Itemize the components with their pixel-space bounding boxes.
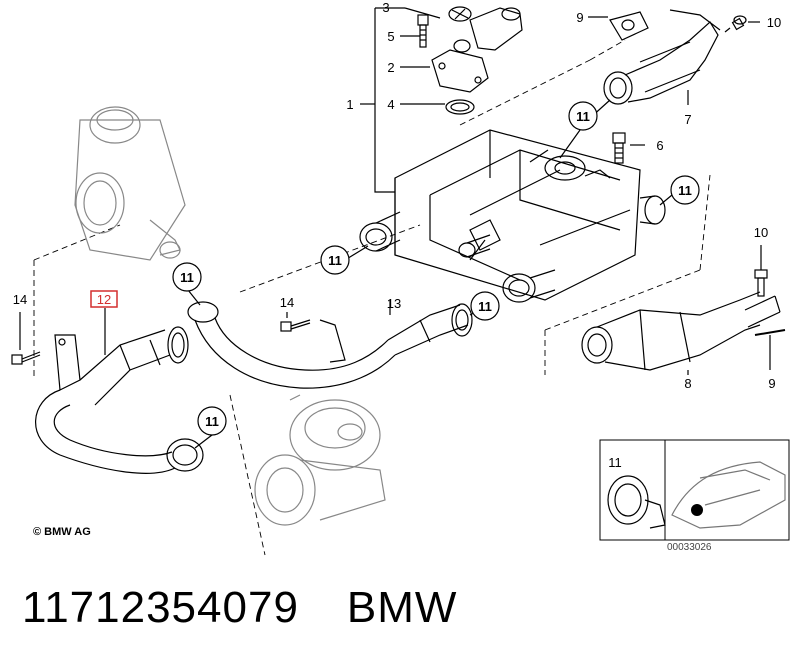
callout-12-highlighted: 12 bbox=[97, 292, 111, 307]
bolt-top bbox=[417, 14, 429, 48]
cooler-outlet bbox=[502, 269, 556, 303]
circle-callout-11-e: 11 bbox=[470, 291, 500, 321]
callout-1: 1 bbox=[346, 97, 353, 112]
callout-3: 3 bbox=[382, 0, 389, 15]
callout-6: 6 bbox=[656, 138, 663, 153]
callout-10-right: 10 bbox=[754, 225, 768, 240]
callout-8: 8 bbox=[684, 376, 691, 391]
callout-9-top: 9 bbox=[576, 10, 583, 25]
circle-callout-11-f: 11 bbox=[197, 406, 227, 436]
inset-box bbox=[599, 439, 790, 541]
pipe-13 bbox=[187, 300, 473, 389]
brand-name: BMW bbox=[346, 583, 458, 632]
bolt-10-right bbox=[754, 245, 768, 297]
pipe-12 bbox=[35, 308, 204, 474]
circle-callout-11-a: 11 bbox=[568, 101, 598, 131]
cooler-inlet-left bbox=[359, 211, 401, 252]
lower-right-pipe bbox=[581, 291, 781, 375]
circle-callout-11-d: 11 bbox=[172, 262, 202, 292]
svg-text:11: 11 bbox=[478, 299, 492, 314]
valve-housing bbox=[431, 7, 523, 93]
bolt-6 bbox=[612, 132, 645, 164]
callout-5: 5 bbox=[387, 29, 394, 44]
egr-valve-bottom bbox=[254, 394, 386, 526]
bolt-14-left bbox=[11, 312, 41, 365]
callout-14-middle: 14 bbox=[280, 295, 294, 310]
bolt-10-top bbox=[724, 15, 747, 33]
callout-9-right: 9 bbox=[768, 376, 775, 391]
location-dot bbox=[691, 504, 703, 516]
number-callouts: 3 5 2 1 4 9 10 7 6 10 8 9 14 14 13 12 11 bbox=[13, 0, 781, 470]
figure-number: 00033026 bbox=[667, 542, 712, 553]
egr-cooler bbox=[394, 129, 641, 301]
callout-4: 4 bbox=[387, 97, 394, 112]
part-number: 11712354079 bbox=[22, 583, 299, 632]
upper-right-pipe bbox=[603, 9, 721, 105]
callout-2: 2 bbox=[387, 60, 394, 75]
svg-text:11: 11 bbox=[205, 414, 219, 429]
screw-cross bbox=[448, 6, 472, 22]
svg-text:11: 11 bbox=[576, 109, 590, 124]
callout-10-top: 10 bbox=[767, 15, 781, 30]
circle-callout-11-b: 11 bbox=[670, 175, 700, 205]
circled-callouts: 11 11 11 11 11 11 bbox=[172, 101, 700, 436]
cooler-nipple bbox=[458, 234, 491, 258]
callout-13: 13 bbox=[387, 296, 401, 311]
part-caption: 11712354079 BMW bbox=[22, 583, 505, 633]
svg-text:11: 11 bbox=[678, 183, 692, 198]
cooler-right-pipe bbox=[639, 195, 666, 225]
svg-text:11: 11 bbox=[180, 270, 194, 285]
bolt-14-middle bbox=[280, 312, 311, 332]
svg-text:11: 11 bbox=[328, 253, 342, 268]
gasket-ring-4 bbox=[445, 99, 475, 115]
leader-lines bbox=[187, 99, 673, 449]
circle-callout-11-c: 11 bbox=[320, 245, 350, 275]
inset-callout-11: 11 bbox=[608, 455, 622, 470]
copyright-text: © BMW AG bbox=[33, 526, 91, 538]
bracket-lines bbox=[360, 7, 445, 193]
highlight-box-12 bbox=[90, 290, 118, 308]
callout-7: 7 bbox=[684, 112, 691, 127]
callout-14-left: 14 bbox=[13, 292, 27, 307]
egr-valve-left bbox=[74, 106, 186, 261]
